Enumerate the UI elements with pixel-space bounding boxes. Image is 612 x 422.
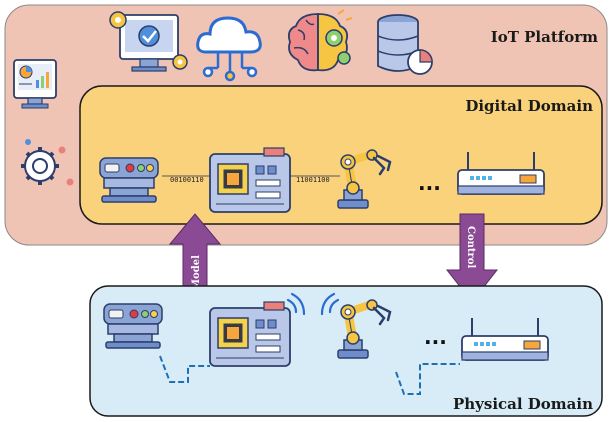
- physical-ellipsis: ...: [424, 325, 447, 349]
- digital-domain-label: Digital Domain: [465, 97, 593, 115]
- wifi-signal-icon: [286, 292, 340, 316]
- bitstream-1: 00100110: [170, 176, 204, 184]
- physical-server-icon: [103, 303, 163, 349]
- digital-ellipsis: ...: [418, 171, 441, 195]
- monitor-gear-icon: [109, 11, 188, 72]
- dashboard-monitor-icon: [13, 59, 57, 109]
- database-chart-icon: [377, 14, 433, 75]
- control-label: Control: [465, 226, 476, 268]
- digital-circuit-board-icon: [209, 147, 291, 213]
- physical-cable-1: [159, 355, 210, 383]
- model-label: Model: [191, 255, 202, 290]
- bitstream-2: 11001100: [296, 176, 330, 184]
- physical-cable-2: [395, 363, 460, 395]
- iot-platform-label: IoT Platform: [491, 28, 598, 46]
- gear-network-icon: [21, 139, 74, 186]
- brain-gears-icon: [287, 9, 353, 72]
- physical-circuit-board-icon: [209, 301, 291, 367]
- digital-server-icon: [99, 157, 159, 203]
- cloud-network-icon: [196, 16, 262, 82]
- physical-domain-label: Physical Domain: [453, 395, 593, 413]
